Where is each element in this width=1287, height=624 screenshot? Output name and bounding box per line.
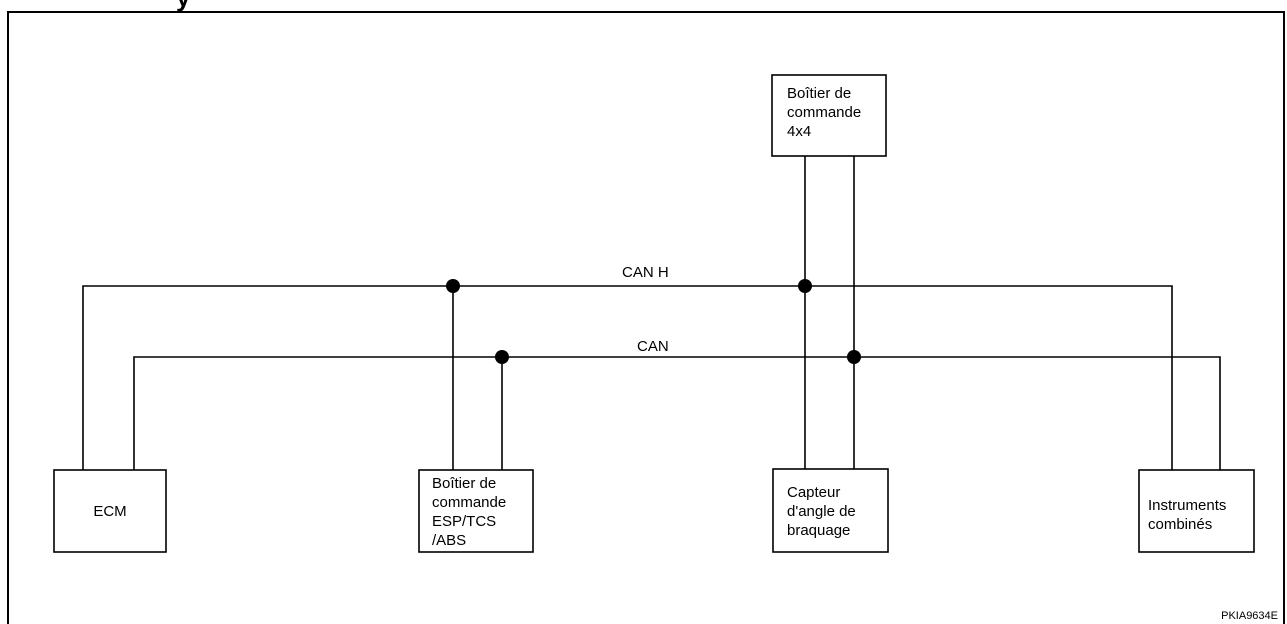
module-esp-tcs-abs-label: Boîtier de commande ESP/TCS /ABS: [432, 475, 510, 549]
can-l-label: CAN: [637, 338, 669, 355]
figure-code: PKIA9634E: [1221, 610, 1278, 622]
junction-dot: [495, 350, 509, 364]
module-ecm-box: [53, 469, 167, 553]
module-ecm-label: ECM: [93, 503, 126, 520]
junction-dot: [847, 350, 861, 364]
can-h-label: CAN H: [622, 264, 669, 281]
junction-dot: [798, 279, 812, 293]
module-steering-sensor-box: [772, 468, 889, 553]
can-h-line: [82, 285, 1173, 470]
can-l-line: [133, 356, 1221, 470]
module-4x4-control-box: [771, 74, 887, 157]
diagram-frame: [7, 11, 1285, 624]
header-title-fragment: y: [176, 0, 191, 12]
junction-dot: [446, 279, 460, 293]
module-instruments-label: Instruments combinés: [1148, 497, 1231, 533]
module-4x4-control-label: Boîtier de commande 4x4: [787, 85, 865, 140]
module-instruments-box: [1138, 469, 1255, 553]
module-esp-tcs-abs-box: [418, 469, 534, 553]
module-steering-sensor-label: Capteur d'angle de braquage: [787, 484, 860, 539]
